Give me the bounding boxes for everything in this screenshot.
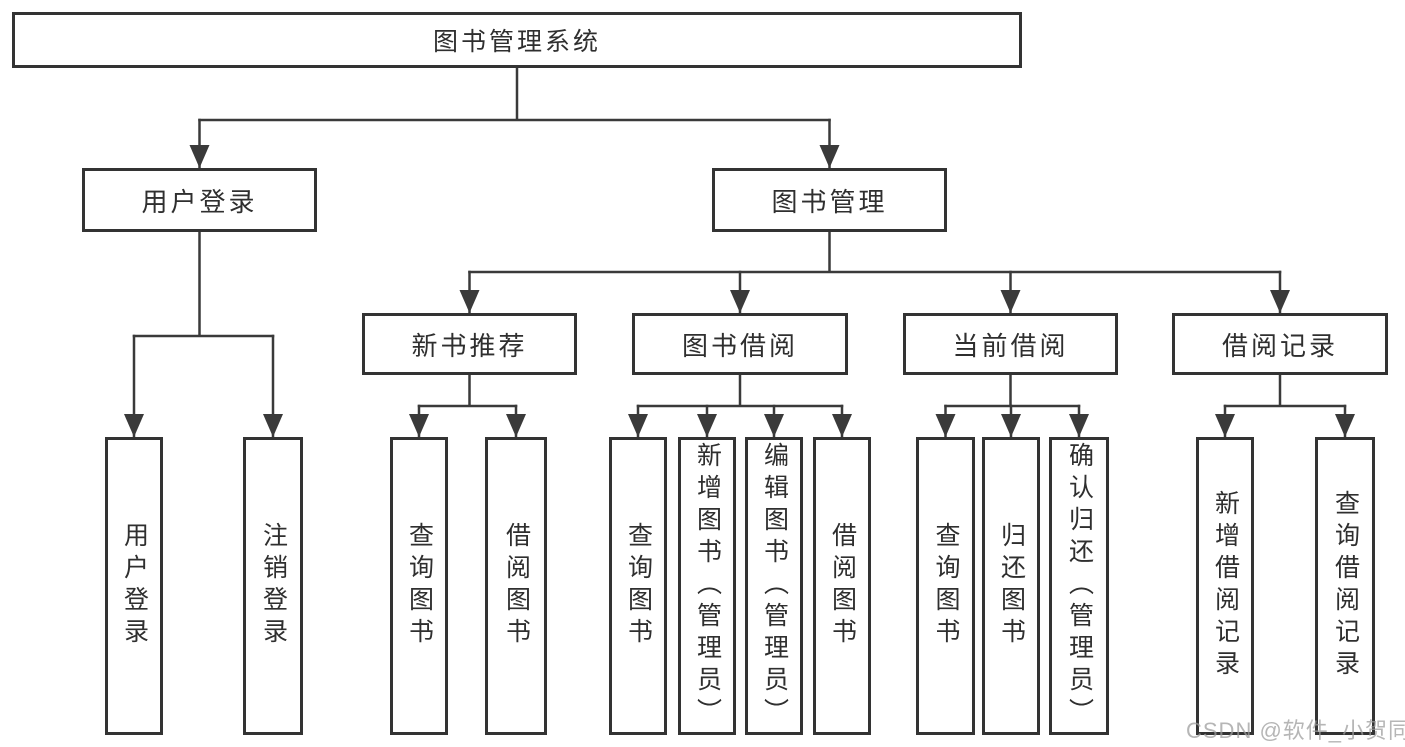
leaf-add-books-admin: 新增图书（管理员） [678,437,736,735]
leaf-borrow-books-1: 借阅图书 [485,437,547,735]
leaf-add-borrow-record: 新增借阅记录 [1196,437,1254,735]
node-current-borrowing: 当前借阅 [903,313,1118,375]
node-book-borrowing: 图书借阅 [632,313,848,375]
leaf-borrow-books-2: 借阅图书 [813,437,871,735]
leaf-logout: 注销登录 [243,437,303,735]
leaf-query-books-1: 查询图书 [390,437,448,735]
leaf-return-books: 归还图书 [982,437,1040,735]
leaf-confirm-return-admin: 确认归还（管理员） [1049,437,1109,735]
node-library-management-system: 图书管理系统 [12,12,1022,68]
leaf-edit-books-admin: 编辑图书（管理员） [745,437,803,735]
leaf-query-books-2: 查询图书 [609,437,667,735]
node-book-management: 图书管理 [712,168,947,232]
node-borrowing-records: 借阅记录 [1172,313,1388,375]
csdn-watermark: CSDN @软件_小贺同学 [1186,718,1405,743]
node-user-login: 用户登录 [82,168,317,232]
leaf-query-books-3: 查询图书 [916,437,975,735]
leaf-user-login: 用户登录 [105,437,163,735]
node-new-book-recommend: 新书推荐 [362,313,577,375]
leaf-query-borrow-record: 查询借阅记录 [1315,437,1375,735]
